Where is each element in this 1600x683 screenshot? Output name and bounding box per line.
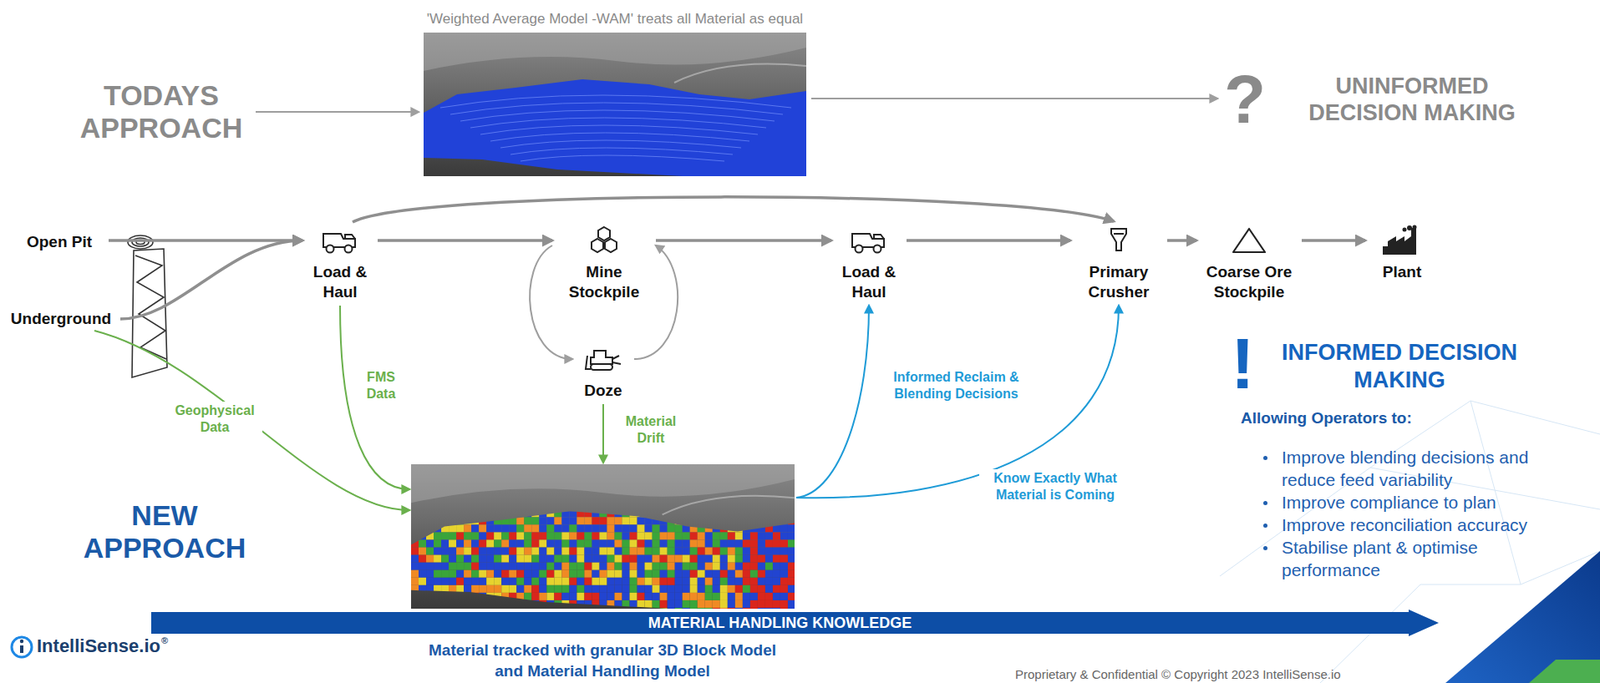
- icon-holder: [1366, 223, 1438, 258]
- band-text: MATERIAL HANDLING KNOWLEDGE: [151, 609, 1409, 637]
- bullet-dot: [1263, 546, 1268, 551]
- process-step: Open Pit: [13, 232, 106, 253]
- coarse-ore-stockpile-icon: [1230, 225, 1268, 256]
- connector: [906, 238, 1071, 243]
- corner-shape: [1445, 551, 1600, 683]
- section-heading: NEW APPROACH: [76, 499, 253, 565]
- background-lines: [1219, 401, 1600, 683]
- connector: [94, 330, 410, 511]
- bullet-dot: [1263, 456, 1268, 461]
- connector: [811, 97, 1218, 100]
- process-step: Load & Haul: [304, 223, 376, 303]
- outcome-heading: ? UNINFORMED DECISION MAKING: [1224, 65, 1538, 134]
- connector: [340, 305, 410, 490]
- dozer-icon: [584, 345, 623, 373]
- connector: [634, 245, 678, 360]
- copyright-note: Proprietary & Confidential © Copyright 2…: [1015, 667, 1341, 682]
- bullet-text: Improve blending decisions and reduce fe…: [1281, 446, 1571, 492]
- bullet-text: Stabilise plant & optimise performance: [1281, 536, 1571, 582]
- block-model-image: 'Weighted Average Model -WAM' treats all…: [423, 32, 807, 177]
- bullet-item: Improve compliance to plan: [1261, 491, 1573, 514]
- exclamation-mark: !: [1230, 327, 1255, 400]
- bullet-dot: [1263, 523, 1268, 529]
- approach-heading: TODAYS APPROACH: [73, 79, 249, 145]
- icon-holder: [1071, 223, 1166, 258]
- process-step: Doze: [573, 342, 633, 402]
- process-step: Coarse Ore Stockpile: [1198, 223, 1301, 303]
- crusher-icon: [1106, 225, 1132, 256]
- logo: IntelliSense.io®: [36, 635, 168, 658]
- plant-icon: [1381, 224, 1423, 257]
- step-label: Primary Crusher: [1071, 262, 1166, 303]
- connector: [602, 404, 605, 463]
- connector: [255, 111, 419, 113]
- bullet-dot: [1263, 501, 1268, 506]
- truck-icon: [320, 226, 360, 255]
- corner-shape: [1528, 660, 1600, 683]
- process-step: Load & Haul: [833, 223, 905, 303]
- connector: [1301, 238, 1366, 243]
- subheading: Allowing Operators to:: [1240, 409, 1413, 428]
- step-label: Coarse Ore Stockpile: [1198, 262, 1301, 303]
- step-label: Plant: [1366, 262, 1438, 283]
- step-label: Underground: [5, 309, 117, 330]
- connector: [120, 240, 303, 320]
- process-step: Plant: [1366, 223, 1438, 283]
- block-model-image: Material tracked with granular 3D Block …: [411, 464, 795, 610]
- edge-label: Material Drift: [616, 412, 686, 448]
- heading-text: INFORMED DECISION MAKING: [1274, 339, 1525, 395]
- connector: [796, 305, 869, 498]
- logo-text: IntelliSense.io: [36, 635, 161, 658]
- connector: [108, 238, 303, 243]
- step-label: Mine Stockpile: [553, 262, 655, 303]
- registered-mark: ®: [161, 635, 168, 646]
- edge-label: Geophysical Data: [167, 401, 263, 437]
- process-step: Underground: [5, 309, 117, 330]
- stockpile-icon: [587, 225, 621, 256]
- heading-text: UNINFORMED DECISION MAKING: [1286, 72, 1538, 127]
- question-mark: ?: [1224, 65, 1266, 134]
- edge-label: Know Exactly What Material is Coming: [979, 469, 1132, 505]
- bullet-item: Improve blending decisions and reduce fe…: [1261, 446, 1573, 492]
- block-model-image: [423, 32, 807, 177]
- step-label: Open Pit: [13, 232, 106, 253]
- edge-label: FMS Data: [359, 368, 403, 404]
- bullet-item: Stabilise plant & optimise performance: [1261, 536, 1573, 582]
- icon-holder: [833, 223, 905, 258]
- logo-mark: [11, 637, 32, 658]
- block-model-image: [411, 464, 795, 610]
- process-step: Mine Stockpile: [553, 223, 655, 303]
- connector: [352, 197, 1114, 223]
- icon-holder: [304, 223, 376, 258]
- image-caption: Material tracked with granular 3D Block …: [418, 640, 787, 682]
- step-label: Load & Haul: [833, 262, 905, 303]
- bullet-list: Improve blending decisions and reduce fe…: [1261, 446, 1573, 582]
- step-label: Doze: [573, 380, 633, 402]
- truck-icon: [849, 226, 889, 255]
- bullet-item: Improve reconciliation accuracy: [1261, 513, 1573, 537]
- edge-label: Informed Reclaim & Blending Decisions: [877, 368, 1036, 404]
- knowledge-band: MATERIAL HANDLING KNOWLEDGE: [151, 609, 1439, 637]
- outcome-panel: !INFORMED DECISION MAKINGAllowing Operat…: [1224, 332, 1592, 584]
- image-caption: 'Weighted Average Model -WAM' treats all…: [298, 10, 932, 28]
- process-step: Primary Crusher: [1071, 223, 1166, 303]
- connector: [529, 245, 573, 360]
- bullet-text: Improve compliance to plan: [1281, 491, 1571, 514]
- connector: [1167, 238, 1197, 243]
- bullet-text: Improve reconciliation accuracy: [1281, 513, 1571, 537]
- connector: [377, 238, 553, 243]
- icon-holder: [1198, 223, 1301, 258]
- icon-holder: [573, 342, 633, 376]
- connector: [655, 238, 832, 243]
- icon-holder: [553, 223, 655, 258]
- heading-text: TODAYS APPROACH: [73, 79, 249, 145]
- step-label: Load & Haul: [304, 262, 376, 303]
